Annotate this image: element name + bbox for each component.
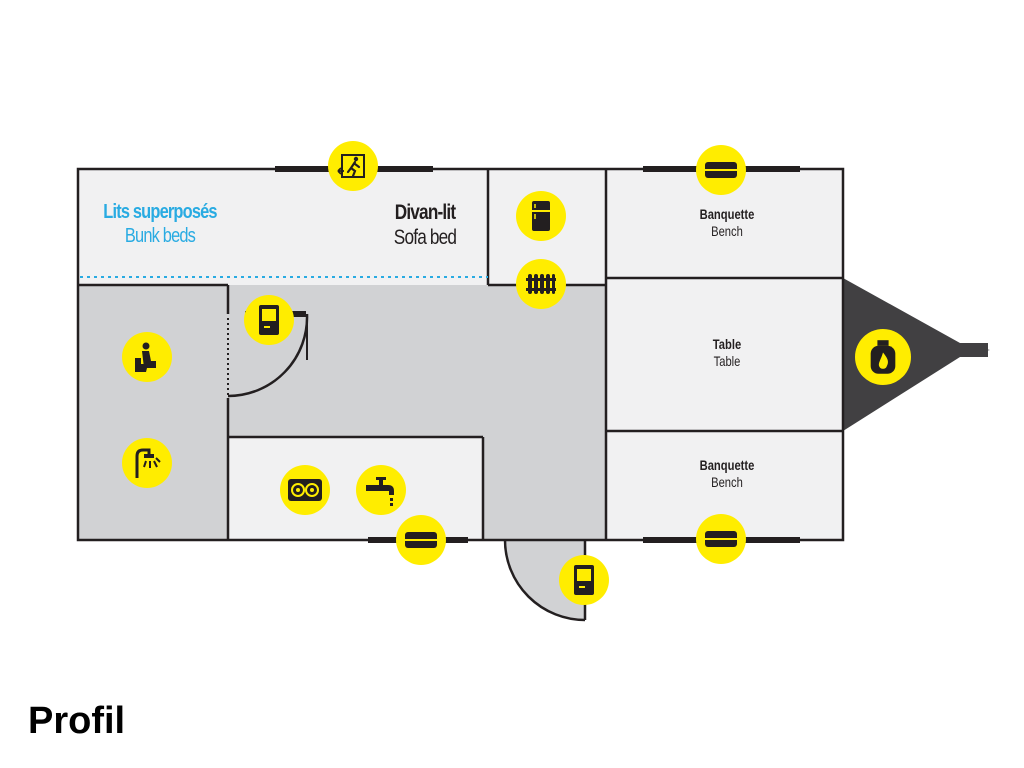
fridge-icon (516, 191, 566, 241)
table-label-fr: Table (712, 336, 742, 352)
bench-top-label: Banquette Bench (683, 206, 771, 240)
bench-top-label-en: Bench (711, 222, 743, 239)
tow-hitch (843, 278, 990, 431)
sofa-bed-label-fr: Divan-lit (394, 201, 456, 224)
toilet-icon (122, 332, 172, 382)
sofa-bed-label: Divan-lit Sofa bed (372, 200, 479, 250)
window-icon (696, 145, 746, 195)
emergency-exit-icon (328, 141, 378, 191)
bench-top-label-fr: Banquette (699, 206, 755, 222)
radiator-icon (516, 259, 566, 309)
bunk-beds-label-en: Bunk beds (124, 225, 196, 247)
bench-bottom-label-fr: Banquette (699, 457, 755, 473)
bunk-beds-label: Lits superposés Bunk beds (94, 200, 225, 248)
bunk-sofa-area (78, 169, 488, 285)
sofa-bed-label-en: Sofa bed (393, 226, 457, 250)
kitchen (228, 437, 483, 540)
door-icon (244, 295, 294, 345)
gas-bottle-icon (855, 329, 911, 385)
shower-icon (122, 438, 172, 488)
faucet-icon (356, 465, 406, 515)
page-title: Profil (28, 700, 126, 742)
bunk-beds-label-fr: Lits superposés (103, 201, 217, 223)
stove-icon (280, 465, 330, 515)
bathroom (78, 285, 228, 540)
table-label: Table Table (683, 336, 771, 370)
bench-bottom-label-en: Bench (711, 473, 743, 490)
window-icon (696, 514, 746, 564)
entry-door-swing (505, 540, 585, 620)
window-icon (396, 515, 446, 565)
door-icon (559, 555, 609, 605)
bench-bottom-label: Banquette Bench (683, 457, 771, 491)
dinette (606, 169, 843, 540)
table-label-en: Table (713, 352, 741, 369)
